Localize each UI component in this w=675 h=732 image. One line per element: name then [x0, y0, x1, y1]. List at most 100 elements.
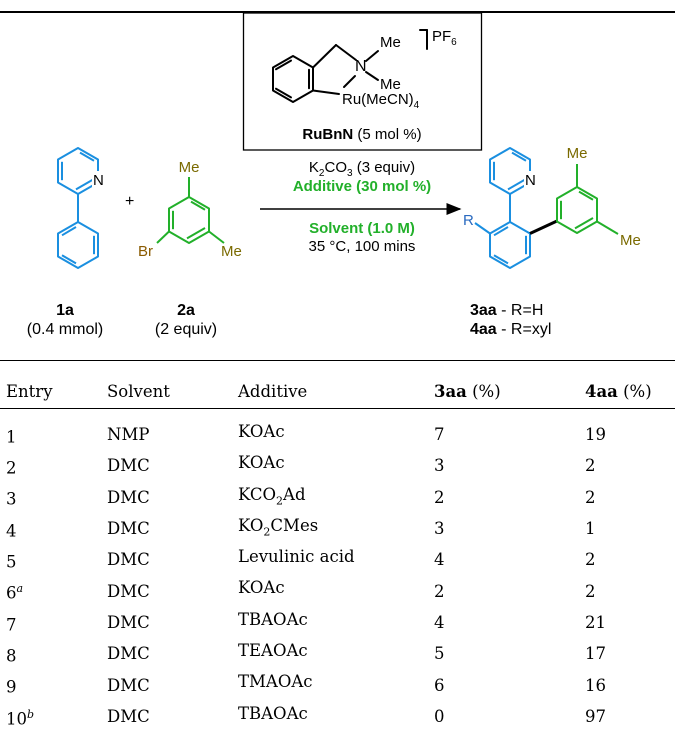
header-additive: Additive [238, 381, 308, 401]
cell-yield-3aa: 6 [434, 675, 445, 695]
cell-additive: TBAOAc [238, 703, 308, 723]
catalyst-label: RuBnN (5 mol %) [302, 126, 421, 143]
catalyst-counterion: PF6 [432, 28, 457, 48]
cell-entry: 5 [6, 552, 17, 572]
catalyst-structure [272, 29, 428, 103]
product-me-top: Me [567, 145, 588, 162]
product-4aa-label: 4aa - R=xyl [470, 321, 551, 338]
header-entry: Entry [6, 381, 53, 401]
header-3aa: 3aa (%) [434, 381, 501, 401]
cell-entry: 9 [6, 677, 17, 697]
conditions-additive: Additive (30 mol %) [293, 178, 431, 195]
product-me-right: Me [620, 232, 641, 249]
reactant-2a-me-bottom: Me [221, 243, 242, 260]
cell-additive: KCO2Ad [238, 484, 306, 507]
cell-entry: 4 [6, 521, 17, 541]
reactant-1a-structure [57, 147, 99, 269]
table-row: 6a DMC KOAc 2 2 [0, 575, 675, 606]
reactant-2a-label: 2a [177, 302, 195, 319]
cell-yield-3aa: 2 [434, 581, 445, 601]
conditions-temperature: 35 °C, 100 mins [309, 238, 416, 255]
product-3aa-label: 3aa - R=H [470, 302, 543, 319]
table-row: 3 DMC KCO2Ad 2 2 [0, 482, 675, 513]
table-row: 4 DMC KO2CMes 3 1 [0, 513, 675, 544]
header-solvent: Solvent [107, 381, 170, 401]
table-row: 10b DMC TBAOAc 0 97 [0, 701, 675, 732]
cell-solvent: DMC [107, 487, 150, 507]
reaction-scheme: Me N Me PF6 Ru(MeCN)4 RuBnN (5 mol %) K2… [27, 12, 641, 338]
table-row: 9 DMC TMAOAc 6 16 [0, 669, 675, 700]
cell-yield-3aa: 5 [434, 644, 445, 664]
cell-yield-4aa: 2 [585, 581, 596, 601]
cell-entry: 2 [6, 458, 17, 478]
cell-solvent: DMC [107, 675, 150, 695]
cell-entry: 6a [6, 582, 24, 603]
cell-additive: KOAc [238, 422, 285, 441]
cell-yield-3aa: 7 [434, 425, 445, 445]
cell-additive: TMAOAc [238, 672, 313, 692]
cell-solvent: DMC [107, 581, 150, 601]
catalyst-me-top: Me [380, 34, 401, 51]
cell-entry: 3 [6, 489, 17, 509]
cell-additive: TBAOAc [238, 609, 308, 629]
cell-yield-4aa: 19 [585, 425, 606, 445]
cell-yield-3aa: 0 [434, 706, 445, 726]
cell-yield-4aa: 1 [585, 519, 596, 539]
conditions-solvent: Solvent (1.0 M) [309, 220, 415, 237]
cell-additive: TEAOAc [238, 641, 308, 661]
cell-yield-4aa: 17 [585, 644, 606, 664]
reactant-2a-structure [156, 177, 225, 244]
cell-solvent: DMC [107, 706, 150, 726]
catalyst-box [242, 12, 483, 151]
reactant-2a-me-top: Me [179, 159, 200, 176]
cell-yield-3aa: 4 [434, 612, 445, 632]
cell-yield-4aa: 2 [585, 456, 596, 476]
cell-yield-3aa: 3 [434, 519, 445, 539]
table-row: 5 DMC Levulinic acid 4 2 [0, 544, 675, 575]
cell-additive: Levulinic acid [238, 547, 355, 567]
cell-solvent: DMC [107, 456, 150, 476]
product-structure [474, 147, 619, 269]
header-4aa: 4aa (%) [585, 381, 652, 401]
table-row: 1 NMP KOAc 7 19 [0, 409, 675, 451]
cell-yield-3aa: 3 [434, 456, 445, 476]
reactant-2a-amount: (2 equiv) [155, 321, 217, 338]
cell-yield-3aa: 4 [434, 550, 445, 570]
reactant-2a-br: Br [138, 243, 153, 260]
cell-yield-4aa: 2 [585, 550, 596, 570]
catalyst-n: N [355, 58, 367, 75]
table-row: 8 DMC TEAOAc 5 17 [0, 638, 675, 669]
scheme-bottom-rule [0, 360, 675, 362]
cell-entry: 7 [6, 615, 17, 635]
cell-entry: 10b [6, 707, 35, 729]
cell-additive: KOAc [238, 578, 285, 598]
cell-solvent: NMP [107, 425, 150, 445]
product-n: N [525, 172, 536, 189]
cell-entry: 1 [6, 427, 17, 447]
cell-yield-4aa: 2 [585, 487, 596, 507]
cell-solvent: DMC [107, 519, 150, 539]
conditions-base: K2CO3 (3 equiv) [309, 159, 415, 179]
product-r: R [463, 212, 474, 229]
cell-yield-4aa: 21 [585, 612, 606, 632]
cell-yield-3aa: 2 [434, 487, 445, 507]
reactant-1a-n: N [93, 172, 104, 189]
cell-solvent: DMC [107, 612, 150, 632]
table-row: 7 DMC TBAOAc 4 21 [0, 607, 675, 638]
cell-solvent: DMC [107, 550, 150, 570]
table-header-row: Entry Solvent Additive 3aa (%) 4aa (%) [0, 374, 675, 409]
reactant-1a-amount: (0.4 mmol) [27, 321, 103, 338]
cell-entry: 8 [6, 646, 17, 666]
reactant-1a-label: 1a [56, 302, 74, 319]
catalyst-metal: Ru(MeCN)4 [342, 91, 420, 111]
cell-additive: KO2CMes [238, 515, 319, 539]
figure-page: Me N Me PF6 Ru(MeCN)4 RuBnN (5 mol %) K2… [0, 11, 675, 728]
plus-sign: + [125, 193, 134, 210]
cell-yield-4aa: 16 [585, 675, 606, 695]
cell-yield-4aa: 97 [585, 706, 606, 726]
top-rule [0, 11, 675, 13]
cell-solvent: DMC [107, 644, 150, 664]
results-table: Entry Solvent Additive 3aa (%) 4aa (%) 1… [0, 374, 675, 732]
